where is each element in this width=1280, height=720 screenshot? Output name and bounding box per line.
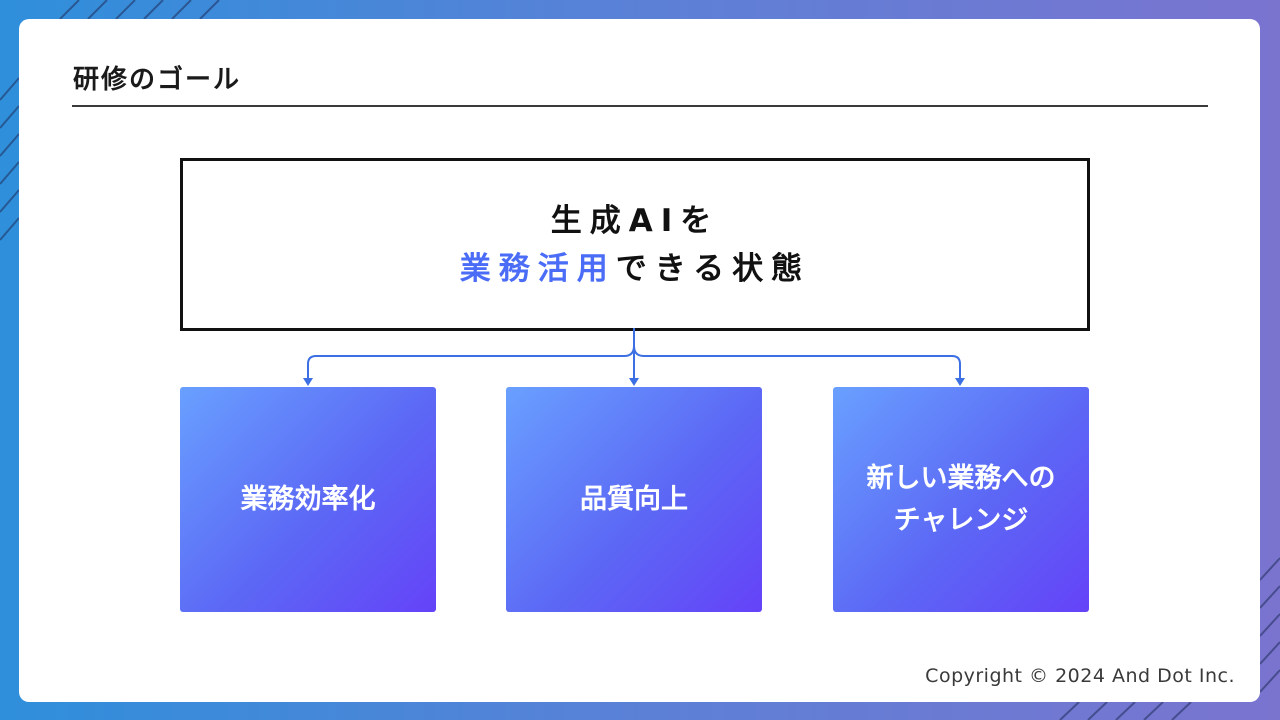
connector-right: [633, 345, 961, 379]
goal-highlight: 業務活用: [459, 250, 616, 287]
goal-box: 生成AIを 業務活用できる状態: [180, 158, 1090, 331]
goal-item-challenge: 新しい業務への チャレンジ: [833, 387, 1089, 612]
arrowhead-middle: [629, 378, 639, 386]
arrowhead-left: [303, 378, 313, 386]
goal-line-2: 業務活用できる状態: [460, 245, 810, 293]
goal-item-efficiency: 業務効率化: [180, 387, 436, 612]
connector-arrows: [303, 328, 965, 386]
goal-line-1: 生成AIを: [550, 202, 720, 239]
goal-item-label: 業務効率化: [240, 483, 376, 515]
copyright-text: Copyright © 2024 And Dot Inc.: [925, 665, 1235, 687]
slide-title: 研修のゴール: [73, 65, 242, 95]
slide-card: 研修のゴール 生成AIを 業務活用できる状態 業務効率化 品質向上 新しい業務へ…: [19, 19, 1260, 702]
title-divider: [72, 105, 1208, 107]
goal-item-quality: 品質向上: [506, 387, 762, 612]
goal-rest: できる状態: [615, 250, 811, 287]
goal-item-label: 品質向上: [580, 483, 688, 515]
connector-trunk: [307, 328, 635, 379]
arrowhead-right: [955, 378, 965, 386]
goal-item-label: 新しい業務への チャレンジ: [866, 462, 1056, 536]
